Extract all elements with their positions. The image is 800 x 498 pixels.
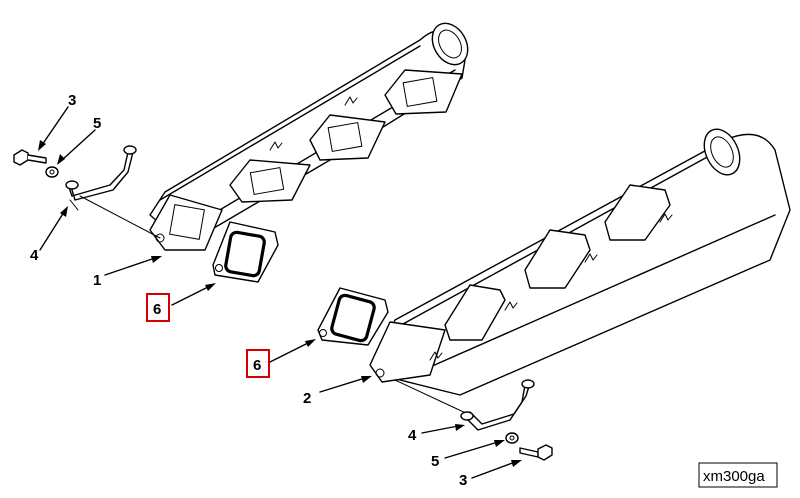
callout-4-lower: 4	[408, 427, 417, 444]
callout-4-upper: 4	[30, 247, 39, 264]
callout-6-lower-highlight-box	[246, 349, 270, 378]
upper-hardware	[13, 145, 161, 239]
callout-3-lower: 3	[459, 472, 467, 489]
callout-3-upper: 3	[68, 92, 76, 109]
callout-1: 1	[93, 272, 101, 289]
callout-6-upper: 6	[153, 301, 161, 318]
upper-gasket	[212, 221, 279, 283]
leader-arrows	[38, 106, 522, 479]
callout-6-lower: 6	[253, 357, 261, 374]
lower-gasket	[317, 287, 389, 346]
callout-5-lower: 5	[431, 453, 439, 470]
callout-2: 2	[303, 390, 311, 407]
callout-6-upper-highlight-box	[146, 293, 170, 322]
upper-exhaust-manifold	[149, 22, 469, 251]
figure-id-box	[698, 462, 778, 488]
figure-id-label: xm300ga	[703, 468, 765, 485]
lower-hardware	[394, 379, 553, 461]
callout-5-upper: 5	[93, 115, 101, 132]
lower-exhaust-manifold	[369, 128, 791, 396]
